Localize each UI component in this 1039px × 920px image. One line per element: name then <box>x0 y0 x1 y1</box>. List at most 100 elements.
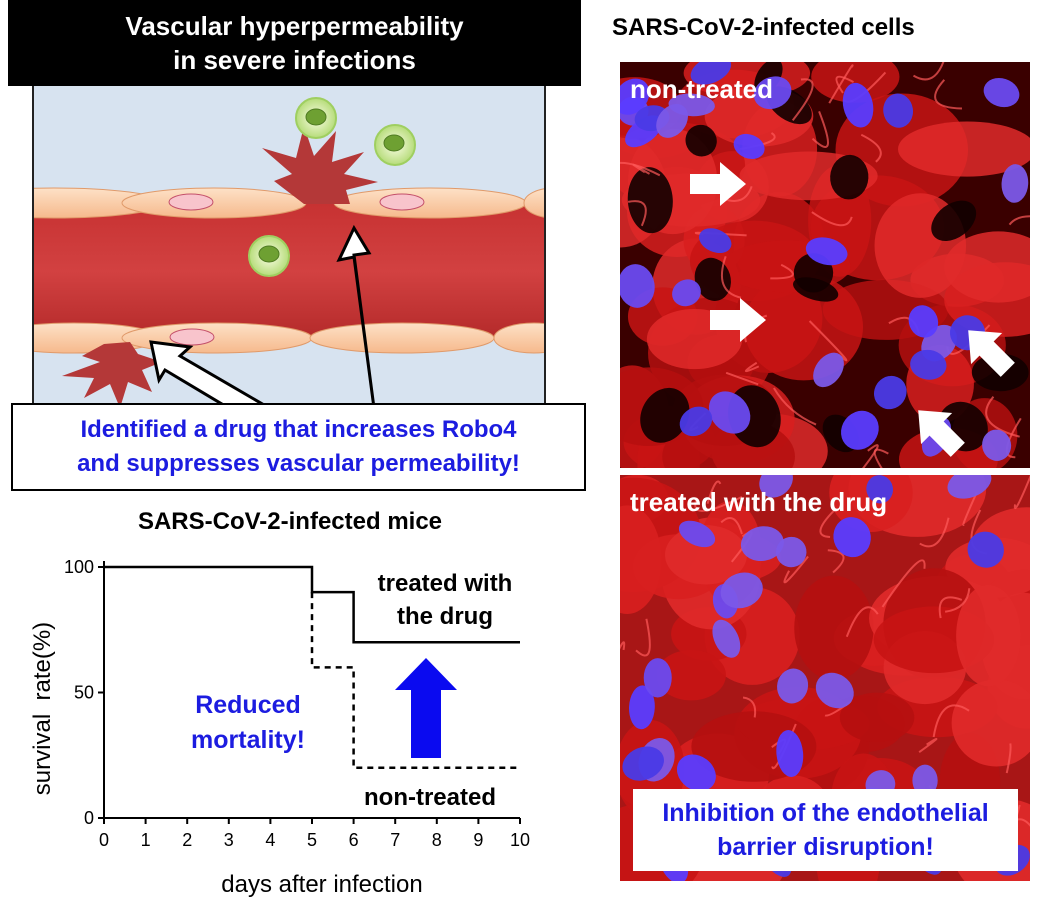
nucleus <box>912 764 938 797</box>
cell-junction <box>791 78 814 121</box>
cell-junction <box>720 517 743 535</box>
x-tick-label: 1 <box>141 830 151 850</box>
cell-junction <box>938 596 963 619</box>
cell-junction <box>744 361 760 373</box>
nucleus <box>883 93 914 128</box>
cell-junction <box>725 372 759 386</box>
intercellular-gap <box>627 167 673 234</box>
cell-junction <box>828 64 854 104</box>
nucleus <box>842 82 874 128</box>
nucleus <box>708 391 751 434</box>
cell-body <box>664 525 748 585</box>
cell-junction <box>811 111 830 149</box>
cell-junction <box>934 79 963 110</box>
nucleus <box>678 520 716 548</box>
nucleus <box>620 264 655 308</box>
vessel-drawing <box>34 97 544 416</box>
nucleus <box>775 536 807 568</box>
cell-junction <box>912 62 945 81</box>
nucleus <box>733 133 765 159</box>
y-tick-label: 50 <box>74 683 94 703</box>
drug-callout-line2: and suppresses vascular permeability! <box>77 450 520 477</box>
result-line2: barrier disruption! <box>717 833 934 861</box>
x-tick-label: 10 <box>510 830 530 850</box>
cells-title: SARS-CoV-2-infected cells <box>612 14 915 41</box>
nucleus <box>841 410 879 450</box>
treated-label-line2: the drug <box>397 603 493 630</box>
cell-junction <box>770 263 794 280</box>
x-tick-label: 7 <box>390 830 400 850</box>
nucleus <box>712 619 741 658</box>
cell-junction <box>742 696 757 718</box>
cell-junction <box>860 133 882 163</box>
top-endothelium <box>34 187 544 219</box>
gap-arrow <box>710 298 766 342</box>
x-tick-label: 4 <box>265 830 275 850</box>
cell-body <box>956 585 1021 687</box>
cell-junction <box>881 559 926 608</box>
nucleus <box>720 572 763 609</box>
x-axis-label: days after infection <box>221 871 422 898</box>
result-callout: Inhibition of the endothelial barrier di… <box>633 789 1018 871</box>
cell-body <box>839 692 915 743</box>
x-tick-label: 5 <box>307 830 317 850</box>
nucleus <box>643 658 672 698</box>
cell-junction <box>1005 743 1012 774</box>
nucleus <box>983 78 1020 108</box>
cell-junction <box>1008 215 1030 226</box>
diagram-title-line1: Vascular hyperpermeability <box>125 11 464 41</box>
nucleus <box>759 475 793 498</box>
treated-label-line1: treated with <box>378 570 513 597</box>
nucleus <box>629 685 655 730</box>
y-tick-label: 0 <box>84 808 94 828</box>
nucleus <box>1001 164 1029 203</box>
micrograph-non-treated: non-treated <box>620 62 1030 468</box>
nucleus <box>910 349 947 380</box>
cell-body <box>794 575 874 681</box>
nucleus <box>776 730 804 777</box>
x-tick-label: 0 <box>99 830 109 850</box>
reduced-mortality-line2: mortality! <box>191 726 305 754</box>
leak-burst-bottom <box>62 342 162 408</box>
cell-body <box>811 62 900 103</box>
cell-junction <box>620 641 626 651</box>
nucleus <box>740 526 784 562</box>
cell-body <box>898 121 1030 177</box>
intercellular-gap <box>830 154 869 200</box>
cell-body <box>656 649 726 701</box>
result-line1: Inhibition of the endothelial <box>662 799 989 827</box>
nucleus <box>873 375 907 410</box>
intercellular-gap <box>685 124 717 157</box>
cell-junction <box>811 211 853 227</box>
y-tick-label: 100 <box>64 557 94 577</box>
micrograph-non-treated-label: non-treated <box>630 74 773 104</box>
cell-junction <box>694 495 743 512</box>
cell-junction <box>773 387 817 426</box>
nucleus <box>866 475 894 504</box>
chart-title: SARS-CoV-2-infected mice <box>137 508 443 535</box>
gap-arrow <box>968 330 1015 377</box>
leak-burst-top <box>262 126 378 204</box>
cell-junction <box>635 618 651 657</box>
cell-junction <box>1013 475 1030 510</box>
gap-arrow <box>690 162 746 206</box>
drug-callout: Identified a drug that increases Robo4 a… <box>11 403 586 491</box>
nucleus <box>982 429 1012 461</box>
x-tick-label: 6 <box>349 830 359 850</box>
nucleus <box>656 103 688 138</box>
immune-cell-1 <box>295 97 337 139</box>
nucleus <box>620 78 650 115</box>
y-axis-label: survival rate(%) <box>29 622 56 795</box>
cell-junction <box>627 200 647 227</box>
cell-junction <box>620 161 661 177</box>
cell-junction <box>835 75 855 94</box>
nucleus <box>947 475 992 499</box>
nucleus <box>679 406 713 437</box>
nucleus <box>753 76 792 110</box>
immune-cell-2 <box>374 124 416 166</box>
x-tick-label: 2 <box>182 830 192 850</box>
non-treated-label: non-treated <box>364 784 496 811</box>
cell-junction <box>845 606 879 638</box>
gap-arrow <box>918 410 965 457</box>
cell-junction <box>918 737 938 754</box>
